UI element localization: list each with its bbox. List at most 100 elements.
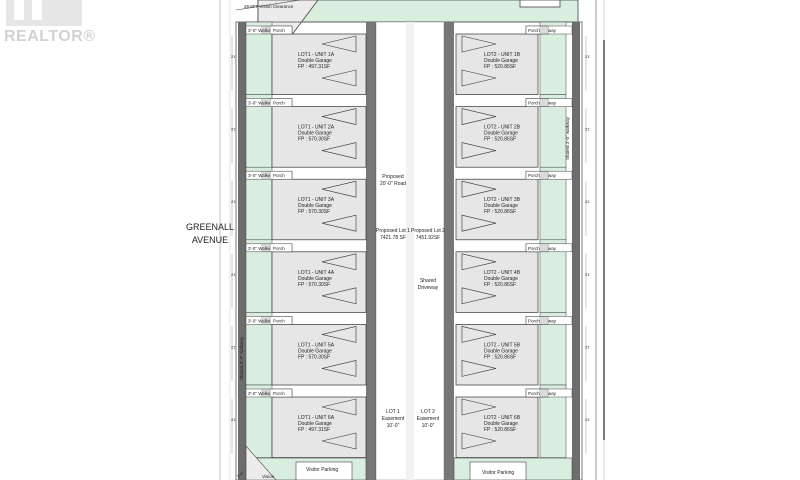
- lot2-label: Proposed Lot 2: [411, 228, 445, 234]
- dimension-label: 21': [231, 199, 236, 204]
- vision-clearance-label: 29.8FT Vision Clearance: [244, 4, 294, 9]
- garage-parking-triangle: [461, 214, 497, 232]
- porch: [525, 98, 549, 107]
- garage-parking-triangle: [461, 326, 497, 343]
- unit-floor-area: FP : 520.86SF: [484, 209, 516, 215]
- unit-floor-area: FP : 570.30SF: [298, 209, 330, 215]
- porch-label: Porch: [528, 246, 540, 251]
- porch-label: Porch: [273, 101, 285, 106]
- garage-parking-triangle: [321, 69, 357, 87]
- porch-label: Porch: [273, 173, 285, 178]
- unit-name: LOT1 - UNIT 1A: [298, 52, 335, 58]
- easement1-line3: 10'-0": [387, 423, 400, 429]
- unit-name: LOT1 - UNIT 6A: [298, 415, 335, 421]
- unit-garage: Double Garage: [484, 131, 518, 137]
- unit-floor-area: FP : 520.86SF: [484, 427, 516, 433]
- unit-name: LOT2 - UNIT 5B: [484, 342, 521, 348]
- shared-walkway-right: Shared 3'-0" walkway: [565, 116, 570, 160]
- porch: [269, 25, 293, 35]
- unit-name: LOT2 - UNIT 3B: [484, 197, 521, 203]
- porch-label: Porch: [528, 101, 540, 106]
- porch-label: Porch: [273, 391, 285, 396]
- garage-parking-triangle: [321, 287, 357, 305]
- walkway-label: 3'-0" Walkway: [248, 391, 277, 396]
- shared-walkway-left: Shared 3'-0" walkway: [239, 336, 244, 380]
- porch: [269, 170, 293, 180]
- unit-name: LOT1 - UNIT 4A: [298, 270, 335, 276]
- garage-parking-triangle: [321, 35, 357, 53]
- porch-label: Porch: [528, 28, 540, 33]
- unit-floor-area: FP : 570.30SF: [298, 282, 330, 288]
- porch-label: Porch: [273, 28, 285, 33]
- dimension-label: 21': [231, 272, 236, 277]
- right-hatch-strip: [572, 22, 580, 480]
- unit-garage: Double Garage: [484, 348, 518, 354]
- garage-parking-triangle: [461, 287, 497, 305]
- garage-parking-triangle: [461, 69, 497, 87]
- garage-parking-triangle: [321, 108, 357, 125]
- garage-parking-triangle: [321, 432, 357, 450]
- road-label-line1: Proposed: [382, 174, 404, 180]
- unit-garage: Double Garage: [298, 203, 332, 209]
- porch: [269, 98, 293, 107]
- walkway-label: 3'-0" Walkway: [248, 318, 277, 323]
- center-road-left-hatch: [366, 22, 376, 480]
- walkway-label: 3'-0" Walkway: [248, 28, 277, 33]
- lot1-label: Proposed Lot 1: [376, 228, 410, 234]
- garage-parking-triangle: [321, 180, 357, 198]
- unit-floor-area: FP : 570.30SF: [298, 137, 330, 143]
- easement1-line1: LOT 1: [386, 409, 400, 415]
- garage-parking-triangle: [321, 214, 357, 232]
- driveway-label-line1: Shared: [420, 278, 436, 284]
- road-label-line2: 20'-0" Road: [380, 181, 406, 187]
- dimension-label: 21': [585, 199, 590, 204]
- garage-parking-triangle: [321, 253, 357, 271]
- realtor-logo-mark: [6, 0, 82, 26]
- unit-garage: Double Garage: [298, 131, 332, 137]
- garage-parking-triangle: [461, 35, 497, 53]
- lot1-area: 7421.78 SF: [380, 235, 406, 241]
- porch-label: Porch: [528, 318, 540, 323]
- realtor-logo: REALTOR®: [0, 0, 100, 52]
- street-label: GREENALL AVENUE: [178, 221, 242, 247]
- unit-garage: Double Garage: [484, 421, 518, 427]
- dimension-label: 21': [231, 417, 236, 422]
- porch-label: Porch: [528, 173, 540, 178]
- unit-garage: Double Garage: [484, 276, 518, 282]
- vision-triangle-bottom: [245, 445, 277, 480]
- walkway-label: 3'-0" Walkway: [248, 101, 277, 106]
- dimension-label: 21': [585, 272, 590, 277]
- porch: [269, 388, 293, 398]
- garage-parking-triangle: [321, 398, 357, 416]
- unit-name: LOT2 - UNIT 6B: [484, 415, 521, 421]
- unit-floor-area: FP : 520.86SF: [484, 354, 516, 360]
- street-label-line1: GREENALL: [185, 222, 235, 232]
- walkway-label: 3'-0" Walkway: [248, 246, 277, 251]
- walkway-label: 3'-0" Walkway: [248, 173, 277, 178]
- garage-parking-triangle: [321, 142, 357, 159]
- unit-garage: Double Garage: [298, 276, 332, 282]
- easement2-line1: LOT 2: [421, 409, 435, 415]
- vision-bottom-label: Vision: [262, 474, 275, 479]
- garage-parking-triangle: [321, 360, 357, 377]
- dimension-label: 21': [585, 54, 590, 59]
- garage-parking-triangle: [461, 142, 497, 159]
- street-label-line2: AVENUE: [191, 235, 229, 245]
- visitor-parking-left: [295, 461, 353, 480]
- unit-floor-area: FP : 497.31SF: [298, 64, 330, 70]
- porch: [525, 388, 549, 398]
- dimension-label: 21': [585, 127, 590, 132]
- garage-parking-triangle: [321, 326, 357, 343]
- porch: [525, 316, 549, 325]
- unit-garage: Double Garage: [298, 348, 332, 354]
- dimension-label: 21': [585, 344, 590, 349]
- garage-parking-triangle: [461, 180, 497, 198]
- easement1-line2: Easement: [382, 416, 405, 422]
- porch: [269, 243, 293, 253]
- unit-garage: Double Garage: [484, 203, 518, 209]
- dimension-label: 21': [585, 417, 590, 422]
- unit-name: LOT2 - UNIT 4B: [484, 270, 521, 276]
- visitor-parking-label-left: Visitor Parking: [306, 467, 338, 473]
- lot2-area: 7451.92SF: [416, 235, 440, 241]
